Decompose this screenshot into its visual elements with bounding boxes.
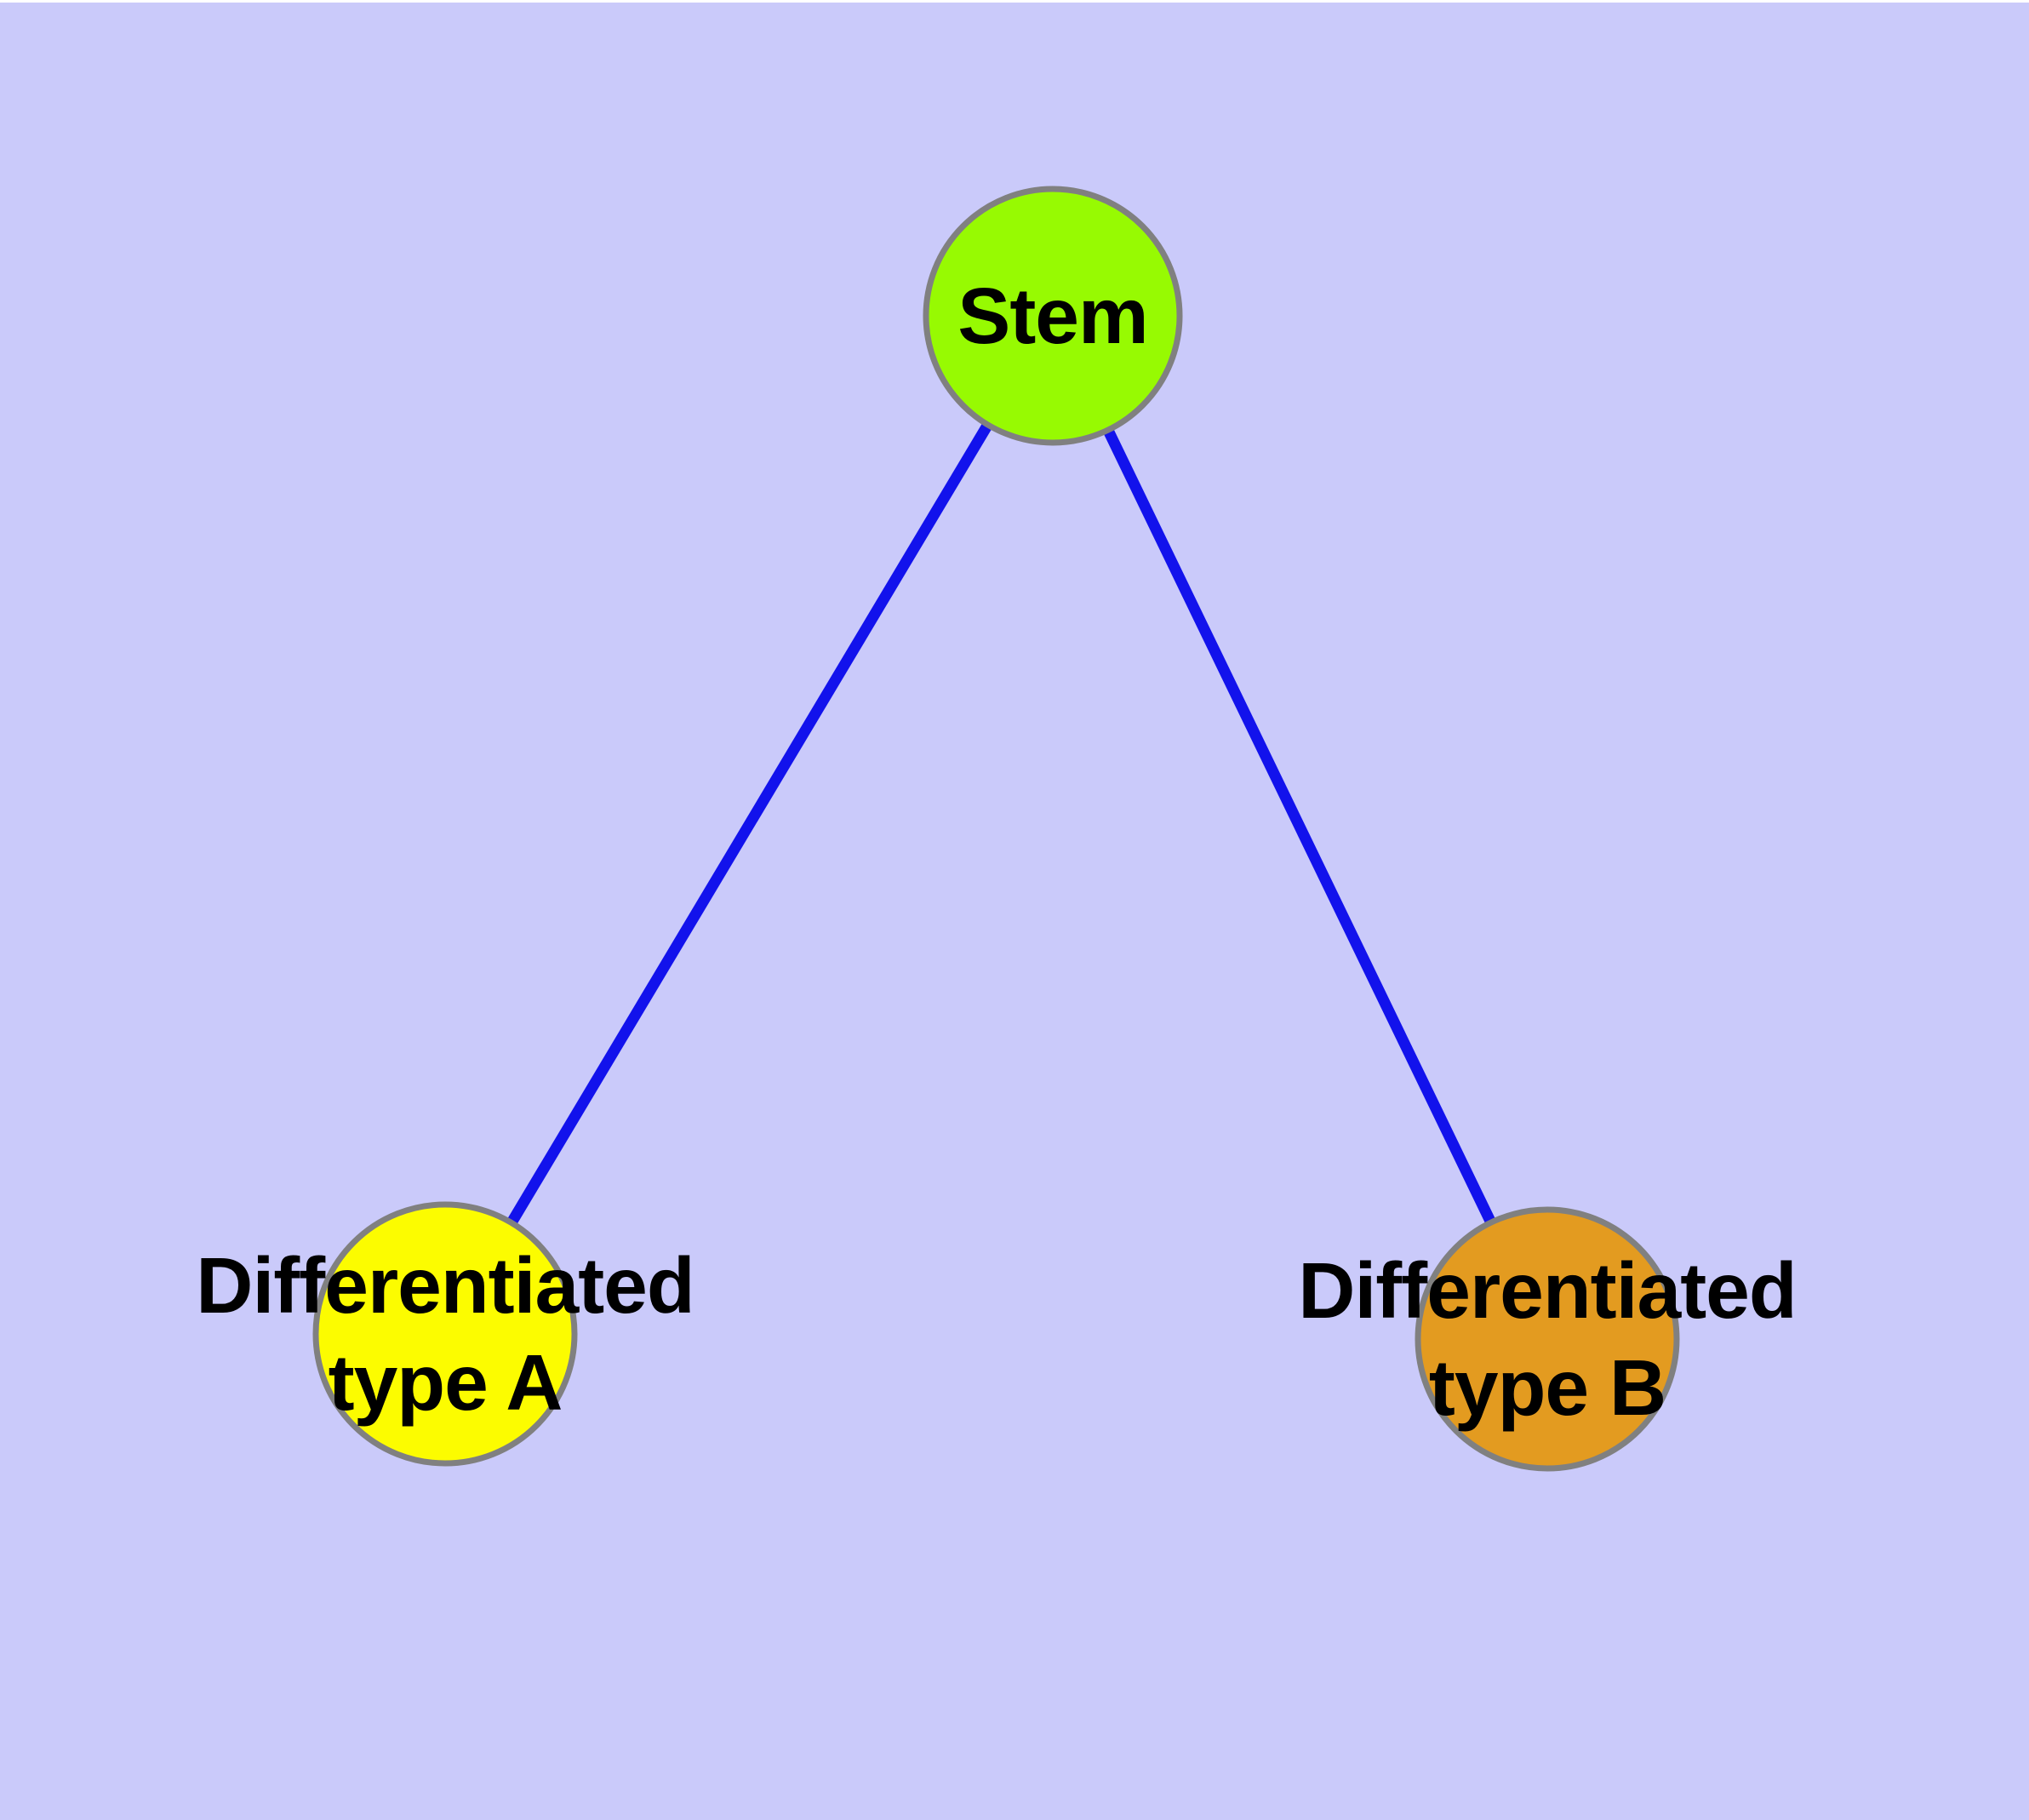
node-stem-label-text: Stem [957,272,1148,360]
node-stem [923,186,1183,446]
node-type-a-label-line-1: Differentiated [196,1241,694,1330]
node-stem-label: Stem [957,267,1148,364]
node-type-b-label-line-2: type B [1428,1343,1666,1432]
edge-stem-to-type-b [1048,313,1552,1342]
node-type-b-label-line-1: Differentiated [1298,1246,1797,1335]
node-type-b-label: Differentiated type B [1298,1242,1797,1436]
edge-stem-to-type-a [440,312,1058,1337]
node-differentiated-type-b [1415,1206,1680,1472]
node-differentiated-type-a [312,1201,578,1467]
node-type-a-label: Differentiated type A [196,1237,694,1431]
node-type-a-label-line-2: type A [328,1338,563,1427]
